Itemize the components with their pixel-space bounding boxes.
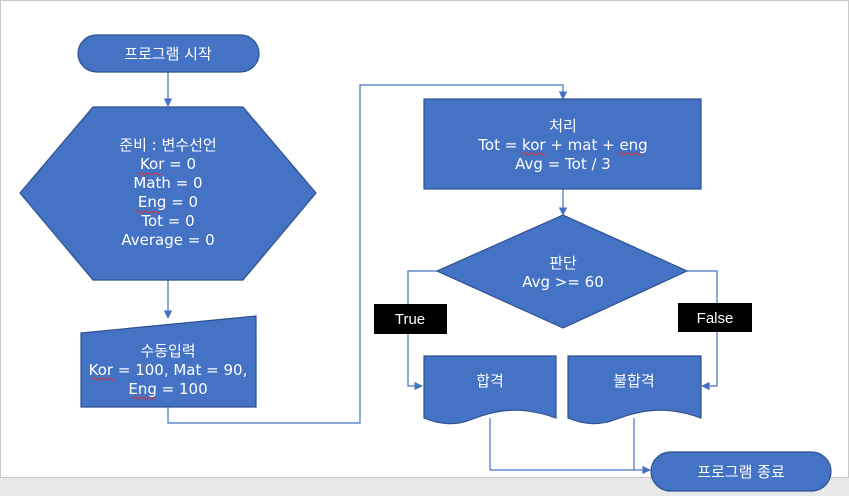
connector-pass-to-end — [489, 418, 651, 475]
prepare-line-6: Average = 0 — [121, 231, 214, 249]
true-label-box — [374, 304, 447, 334]
true-branch-label: True — [374, 304, 447, 334]
pass-shape — [423, 355, 557, 425]
fail-shape — [567, 355, 702, 425]
end-shape — [650, 451, 832, 492]
decision-diamond[interactable]: 판단 Avg >= 60 — [435, 214, 689, 329]
connector-input-to-process — [167, 84, 568, 424]
prepare-line-3: Math = 0 — [133, 174, 202, 192]
fail-document[interactable]: 불합격 — [567, 355, 702, 425]
process-box[interactable]: 처리 Tot = kor + mat + eng Avg = Tot / 3 — [423, 98, 702, 190]
prepare-line-5: Tot = 0 — [140, 212, 194, 230]
spellcheck-squiggle — [616, 152, 642, 156]
input-shape — [80, 315, 257, 408]
prepare-line-1: 준비 : 변수선언 — [119, 136, 216, 154]
prepare-line-4: Eng = 0 — [138, 193, 198, 211]
false-label-text: False — [697, 310, 734, 327]
manual-input[interactable]: 수동입력 Kor = 100, Mat = 90, Eng = 100 — [80, 315, 257, 408]
spellcheck-squiggle — [130, 396, 156, 400]
input-line-1: 수동입력 — [140, 342, 195, 360]
process-shape — [423, 98, 702, 190]
process-line-3: Avg = Tot / 3 — [515, 155, 611, 173]
input-line-2: Kor = 100, Mat = 90, — [89, 361, 248, 379]
process-line-2: Tot = kor + mat + eng — [477, 136, 647, 154]
decision-line-2: Avg >= 60 — [522, 273, 604, 291]
false-branch-label: False — [678, 303, 752, 332]
decision-line-1: 판단 — [549, 254, 577, 272]
input-line-3: Eng = 100 — [128, 380, 207, 398]
prepare-hexagon[interactable]: 준비 : 변수선언 Kor = 0 Math = 0 Eng = 0 Tot =… — [19, 106, 317, 281]
start-terminator[interactable]: 프로그램 시작 — [77, 34, 260, 73]
end-label: 프로그램 종료 — [697, 463, 785, 481]
end-terminator[interactable]: 프로그램 종료 — [650, 451, 832, 492]
process-line-1: 처리 — [549, 117, 577, 135]
pass-label: 합격 — [476, 372, 504, 390]
start-shape — [77, 34, 260, 73]
decision-shape — [435, 214, 689, 329]
prepare-line-2: Kor = 0 — [140, 155, 196, 173]
prepare-shape — [19, 106, 317, 281]
spellcheck-squiggle — [521, 152, 547, 156]
fail-label: 불합격 — [613, 372, 654, 390]
spellcheck-squiggle — [91, 377, 117, 381]
spellcheck-squiggle — [136, 172, 162, 176]
start-label: 프로그램 시작 — [124, 45, 212, 63]
pass-document[interactable]: 합격 — [423, 355, 557, 425]
spellcheck-squiggle — [135, 210, 161, 214]
false-label-box — [678, 303, 752, 332]
true-label-text: True — [395, 311, 425, 328]
